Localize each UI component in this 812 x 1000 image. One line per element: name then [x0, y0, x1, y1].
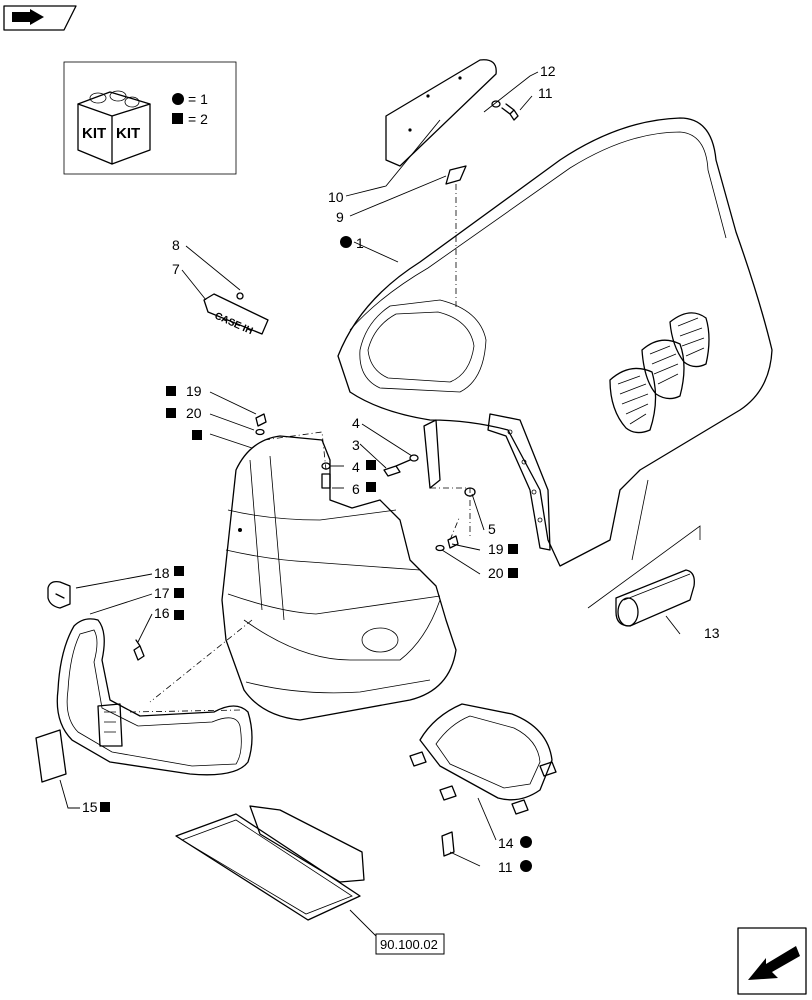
callout-1: 1 [356, 235, 364, 251]
callout-3: 3 [352, 437, 360, 453]
part-9-strip [445, 165, 467, 185]
circle-marker-icon [172, 93, 184, 105]
callout-12: 12 [540, 63, 556, 79]
part-13-seal [615, 569, 695, 627]
assembly-centerlines [129, 184, 471, 713]
front-grille [221, 435, 457, 721]
leader-lines [59, 71, 681, 941]
square-legend-label: = 2 [188, 111, 208, 127]
part-7-emblem: CASE IH [203, 292, 269, 338]
square-marker-icon [172, 113, 183, 124]
floor-plate [175, 805, 365, 921]
kit-legend: KIT KIT = 1 = 2 [63, 61, 237, 175]
part-16-screw [133, 639, 145, 661]
part-14-frame [409, 703, 557, 857]
open-book-arrow-icon[interactable] [3, 5, 77, 31]
callout-19-upper: 19 [186, 383, 202, 399]
callout-10: 10 [328, 189, 344, 205]
part-18-clip [47, 580, 71, 609]
callout-11-top: 11 [538, 85, 553, 101]
callout-15: 15 [82, 799, 98, 815]
part-11-12-bolt [491, 100, 519, 121]
part-8-clip [236, 292, 244, 300]
callout-19-lower: 19 [488, 541, 504, 557]
part-19-20-clips [255, 413, 459, 552]
kit-text-left: KIT [82, 125, 106, 142]
part-15-pad [35, 729, 67, 783]
callout-13: 13 [704, 625, 720, 641]
callout-5: 5 [488, 521, 496, 537]
kit-box-icon: KIT KIT [77, 90, 151, 165]
reference-label[interactable]: 90.100.02 [380, 937, 438, 952]
part-10-panel [385, 59, 497, 167]
callout-6: 6 [352, 481, 360, 497]
callout-11-bottom: 11 [498, 859, 513, 875]
callout-7: 7 [172, 261, 180, 277]
part-1-hood [337, 117, 773, 567]
callout-markers [100, 236, 532, 872]
callout-8: 8 [172, 237, 180, 253]
kit-text-right: KIT [116, 125, 140, 142]
callout-16: 16 [154, 605, 170, 621]
next-page-arrow-icon[interactable] [737, 927, 807, 995]
part-17-frame [56, 618, 253, 776]
callout-9: 9 [336, 209, 344, 225]
callout-4-upper: 4 [352, 415, 360, 431]
circle-legend-label: = 1 [188, 91, 208, 107]
brand-text: CASE IH [213, 311, 255, 338]
hood-bracket-hardware [321, 419, 476, 497]
callout-20-lower: 20 [488, 565, 504, 581]
callout-labels: 1 3 4 4 5 6 7 8 9 10 11 11 12 13 14 15 1… [82, 63, 720, 875]
callout-18: 18 [154, 565, 170, 581]
callout-20-upper: 20 [186, 405, 202, 421]
callout-4-lower: 4 [352, 459, 360, 475]
callout-14: 14 [498, 835, 514, 851]
cab-frame-lines [587, 479, 701, 609]
callout-17: 17 [154, 585, 170, 601]
reference-link[interactable]: 90.100.02 [375, 933, 445, 955]
